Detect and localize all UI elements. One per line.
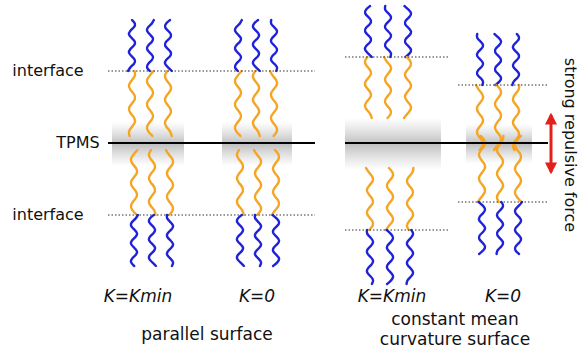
chain-stroke (512, 34, 519, 85)
repulsion-arrow (550, 115, 553, 172)
curvature-label: K=Kmin (358, 287, 427, 307)
panel-caption: parallel surface (141, 325, 272, 345)
chain-stroke (386, 168, 393, 230)
chain-stroke (253, 20, 260, 71)
chain-stroke (494, 85, 501, 150)
chain-stroke (404, 6, 411, 57)
chain-stroke (237, 215, 244, 266)
chain-stroke (477, 34, 483, 85)
surface-label: TPMS (56, 134, 99, 152)
chain-stroke (149, 215, 156, 266)
chain-stroke (131, 150, 138, 215)
tpms-line (345, 142, 548, 144)
chain-stroke (515, 202, 522, 254)
lipid-chains (128, 6, 522, 284)
chain-stroke (366, 168, 373, 230)
interface-line (345, 57, 448, 58)
chain-stroke (404, 57, 411, 118)
interface-line (108, 215, 315, 216)
force-label: strong repulsive force (561, 58, 579, 232)
interface-line (108, 71, 315, 72)
chain-stroke (407, 230, 414, 284)
chain-stroke (497, 202, 504, 254)
interface-label: interface (12, 62, 83, 80)
tpms-lines (108, 142, 548, 144)
curvature-label: K=Kmin (104, 287, 173, 307)
chain-stroke (479, 202, 485, 254)
chain-stroke (515, 136, 521, 202)
chain-stroke (129, 71, 135, 136)
chain-stroke (165, 71, 172, 136)
chain-stroke (235, 20, 242, 71)
chain-stroke (385, 6, 391, 57)
chain-stroke (271, 20, 277, 71)
chain-stroke (273, 215, 279, 266)
chain-stroke (365, 6, 372, 57)
interface-line (458, 85, 548, 86)
interface-lines (108, 57, 548, 230)
chain-stroke (147, 20, 154, 71)
curvature-label: K=0 (239, 287, 275, 307)
chain-stroke (235, 71, 242, 136)
chain-stroke (255, 215, 261, 266)
chain-stroke (387, 230, 393, 284)
chain-stroke (149, 150, 156, 215)
interface-line (458, 202, 548, 203)
chain-stroke (407, 168, 413, 230)
chain-stroke (128, 20, 135, 71)
chain-stroke (494, 34, 501, 85)
chain-stroke (270, 71, 277, 136)
chain-stroke (365, 57, 372, 118)
chain-stroke (497, 136, 503, 202)
interface-label: interface (12, 206, 83, 224)
chain-stroke (237, 150, 244, 215)
chain-stroke (165, 20, 172, 71)
curvature-label: K=0 (485, 287, 521, 307)
chain-stroke (367, 230, 373, 284)
chain-stroke (167, 215, 173, 266)
interface-line (345, 230, 448, 231)
chain-stroke (478, 136, 485, 202)
tpms-line (108, 142, 315, 144)
chain-stroke (254, 150, 261, 215)
chain-stroke (384, 57, 391, 118)
chain-stroke (272, 150, 279, 215)
chain-stroke (476, 85, 483, 150)
chain-stroke (147, 71, 154, 136)
chain-stroke (253, 71, 260, 136)
panel-caption: constant mean curvature surface (370, 310, 540, 349)
chain-stroke (166, 150, 173, 215)
chain-stroke (131, 215, 138, 266)
